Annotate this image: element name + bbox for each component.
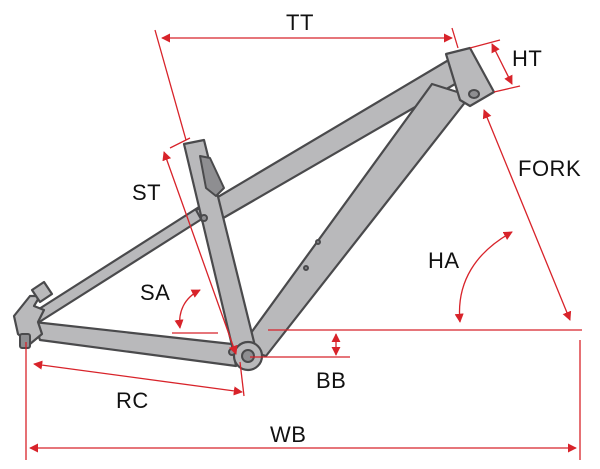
label-ha: HA [428,248,460,273]
rc-dimension-line [33,360,243,396]
rear-derailleur-hanger [19,333,31,349]
top-tube-boss [200,214,208,222]
st-extension-top [169,137,191,149]
bike-frame [12,46,496,372]
label-tt: TT [286,10,314,35]
bottom-bracket-core [241,349,255,363]
seat-tube [182,138,258,356]
label-st: ST [132,180,161,205]
ha-angle-arc [454,231,513,323]
label-rc: RC [116,388,149,413]
head-tube-lower-cup [468,89,480,99]
ht-dimension-line [491,43,513,85]
head-tube [444,46,496,108]
fork-dimension-line [482,109,572,321]
ht-extension-top [469,39,501,49]
label-ht: HT [512,46,542,71]
dimension-labels: TT HT ST FORK HA SA BB RC WB [116,10,581,447]
chain-stay [32,320,238,368]
dimension-lines [25,27,582,460]
bottle-boss-lower [303,265,309,271]
tt-extension-right [451,27,459,49]
label-wb: WB [270,422,306,447]
tt-extension-left [154,29,187,141]
ht-extension-bottom [493,85,521,93]
sa-angle-arc [174,289,201,329]
st-dimension-line [162,151,238,355]
bottle-boss-upper [315,239,321,245]
label-fork: FORK [518,156,581,181]
label-bb: BB [316,368,346,393]
label-sa: SA [140,280,170,305]
rear-brake-mount [30,280,54,304]
